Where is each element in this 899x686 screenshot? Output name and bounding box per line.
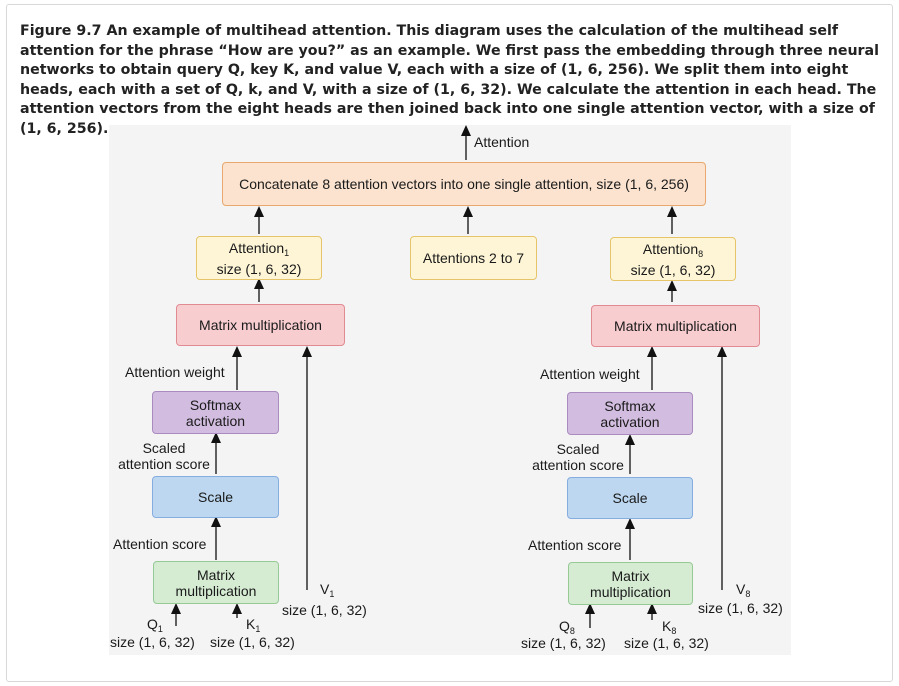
figure-caption: Figure 9.7 An example of multihead atten…: [20, 22, 882, 139]
head-8-k-label: K8: [662, 618, 677, 636]
head-1-matrix-multiplication-top: Matrix multiplication: [176, 304, 345, 346]
head-1-v-size: size (1, 6, 32): [282, 602, 367, 618]
head-1-v-label: V1: [320, 581, 335, 599]
head-1-softmax-line2: activation: [185, 412, 246, 429]
head-8-v-label: V8: [736, 581, 751, 599]
head-1-attention-score-label: Attention score: [113, 536, 207, 552]
attention-8-size: size (1, 6, 32): [630, 261, 716, 278]
attention-1-size: size (1, 6, 32): [216, 260, 302, 277]
head-8-softmax-line2: activation: [600, 413, 660, 430]
head-1-matmul-bottom-line2: multiplication: [175, 582, 257, 599]
head-8-v-size: size (1, 6, 32): [698, 600, 783, 616]
head-1-k-label: K1: [246, 616, 261, 634]
output-attention-label: Attention: [474, 134, 530, 150]
head-8-matrix-multiplication-top: Matrix multiplication: [591, 305, 760, 347]
head-8-matmul-bottom-line1: Matrix: [611, 567, 650, 584]
head-1-softmax-line1: Softmax: [189, 396, 242, 413]
head-1-scaled-score-label: Scaled attention score: [118, 440, 210, 472]
figure-number: Figure 9.7: [20, 23, 102, 39]
head-8-k-size: size (1, 6, 32): [624, 635, 709, 651]
head-8-q-label: Q8: [559, 618, 575, 636]
head-8-softmax-box: Softmax activation: [567, 392, 693, 435]
head-8-matmul-bottom-line2: multiplication: [590, 583, 671, 600]
attention-1-title: Attention1: [228, 239, 290, 258]
head-1-k-size: size (1, 6, 32): [210, 634, 295, 650]
concatenate-box: Concatenate 8 attention vectors into one…: [222, 162, 706, 206]
head-8-matrix-multiplication-bottom: Matrix multiplication: [568, 562, 693, 605]
attentions-2-to-7-label: Attentions 2 to 7: [422, 250, 525, 266]
head-1-matmul-bottom-line1: Matrix: [196, 566, 236, 583]
head-1-scale-label: Scale: [197, 489, 234, 505]
head-8-scaled-score-label: Scaled attention score: [532, 441, 624, 473]
head-1-q-label: Q1: [147, 616, 163, 634]
head-8-scale-box: Scale: [567, 477, 693, 519]
attention-1-box: Attention1 size (1, 6, 32): [196, 236, 322, 280]
attention-8-title: Attention8: [642, 240, 704, 259]
head-8-softmax-line1: Softmax: [604, 397, 656, 414]
head-1-matrix-multiplication-bottom: Matrix multiplication: [153, 561, 279, 604]
head-8-q-size: size (1, 6, 32): [521, 635, 606, 651]
head-1-matmul-top-label: Matrix multiplication: [199, 317, 322, 333]
head-8-attention-score-label: Attention score: [528, 537, 622, 553]
attention-8-box: Attention8 size (1, 6, 32): [610, 237, 736, 281]
concatenate-box-label: Concatenate 8 attention vectors into one…: [239, 176, 689, 192]
head-1-attention-weight-label: Attention weight: [125, 364, 225, 380]
head-8-scale-label: Scale: [612, 490, 648, 506]
head-1-softmax-box: Softmax activation: [152, 391, 279, 434]
head-8-attention-weight-label: Attention weight: [540, 366, 640, 382]
head-1-q-size: size (1, 6, 32): [110, 634, 195, 650]
attentions-2-to-7-box: Attentions 2 to 7: [410, 236, 537, 280]
head-1-scale-box: Scale: [152, 476, 279, 518]
head-8-matmul-top-label: Matrix multiplication: [614, 318, 737, 334]
caption-text: An example of multihead attention. This …: [20, 23, 879, 137]
